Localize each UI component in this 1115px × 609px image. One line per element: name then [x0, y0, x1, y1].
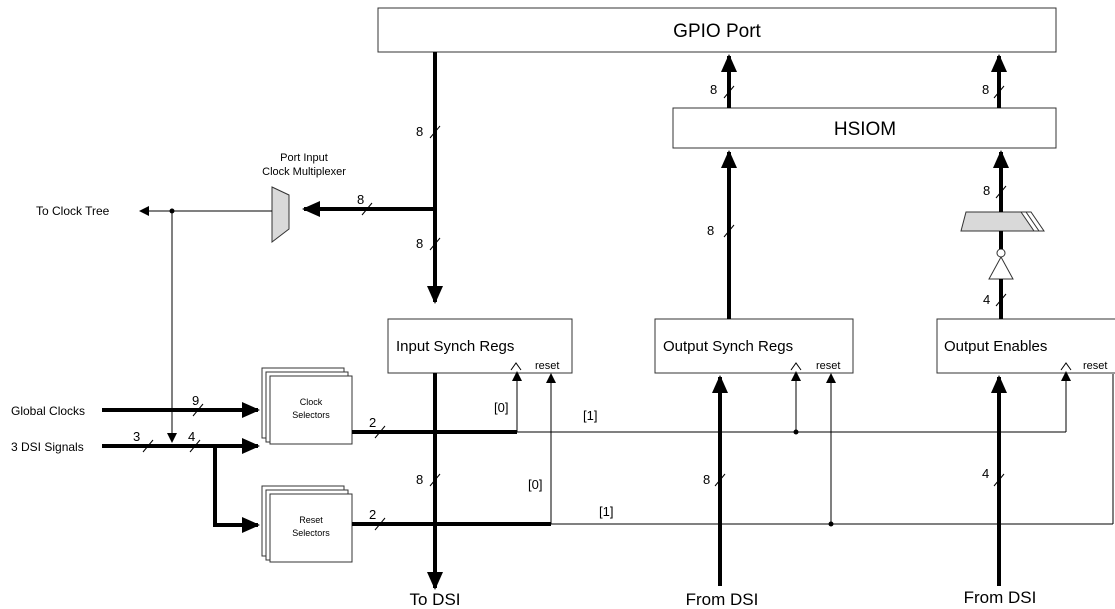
bus-width-tristate-hsiom: 8 [983, 183, 990, 198]
bus-width-reset-sel: 2 [369, 507, 376, 522]
to-clock-tree-label: To Clock Tree [36, 204, 110, 218]
bus-width-hsiom-gpio-1: 8 [710, 82, 717, 97]
reset-index-1: [1] [599, 504, 613, 519]
output-synch-clock-input-icon [790, 362, 802, 371]
mux-label-2: Clock Multiplexer [262, 166, 346, 178]
input-synch-clock-input-icon [510, 362, 522, 371]
tristate-buffer-icon [960, 211, 1045, 232]
bus-width-global-clocks: 9 [192, 393, 199, 408]
gpio-port-block: GPIO Port [377, 7, 1057, 53]
bus-width-out-synch-hsiom: 8 [707, 223, 714, 238]
port-input-clock-mux: Port Input Clock Multiplexer [262, 152, 346, 244]
bus-width-hsiom-gpio-2: 8 [982, 82, 989, 97]
bus-width-from-dsi-2: 4 [982, 466, 989, 481]
bus-width-to-mux: 8 [357, 192, 364, 207]
bus-width-clock-sel: 2 [369, 415, 376, 430]
clock-index-0: [0] [494, 400, 508, 415]
output-enables-clock-input-icon [1060, 362, 1072, 371]
output-enables-block: Output Enables reset [936, 318, 1115, 374]
bus-width-gpio-upper: 8 [416, 124, 423, 139]
hsiom-label: HSIOM [834, 119, 896, 140]
reset-selectors-block: Reset Selectors [261, 485, 353, 563]
output-synch-regs-block: Output Synch Regs reset [654, 318, 854, 374]
dsi-to-reset-selectors-bus [213, 446, 260, 533]
input-synch-reset-label: reset [535, 360, 559, 372]
from-dsi-label-2: From DSI [964, 588, 1037, 607]
dsi-signals-label: 3 DSI Signals [11, 440, 84, 454]
to-dsi-label: To DSI [409, 590, 460, 609]
hsiom-block: HSIOM [672, 107, 1057, 149]
clock-selectors-label-1: Clock [300, 397, 323, 407]
global-clocks-label: Global Clocks [11, 404, 85, 418]
clock-selectors-label-2: Selectors [292, 410, 330, 420]
gpio-port-label: GPIO Port [673, 21, 761, 42]
reset-index-0: [0] [528, 477, 542, 492]
bus-width-enables-inverter: 4 [983, 292, 990, 307]
mux-label-1: Port Input [280, 152, 328, 164]
output-synch-regs-label: Output Synch Regs [663, 338, 793, 355]
output-synch-reset-label: reset [816, 360, 840, 372]
reset-selectors-label-1: Reset [299, 515, 323, 525]
inverter-icon [988, 248, 1014, 280]
bus-width-dsi-selectors: 4 [188, 429, 195, 444]
output-enables-label: Output Enables [944, 338, 1047, 355]
bus-width-dsi-in: 3 [133, 429, 140, 444]
from-dsi-label-1: From DSI [686, 590, 759, 609]
bus-width-to-dsi: 8 [416, 472, 423, 487]
clock-selectors-block: Clock Selectors [261, 367, 353, 445]
bus-width-gpio-lower: 8 [416, 236, 423, 251]
bus-width-from-dsi-1: 8 [703, 472, 710, 487]
clock-index-1: [1] [583, 408, 597, 423]
input-synch-regs-label: Input Synch Regs [396, 338, 514, 355]
output-enables-reset-label: reset [1083, 360, 1107, 372]
reset-selectors-label-2: Selectors [292, 528, 330, 538]
input-synch-regs-block: Input Synch Regs reset [387, 318, 573, 374]
